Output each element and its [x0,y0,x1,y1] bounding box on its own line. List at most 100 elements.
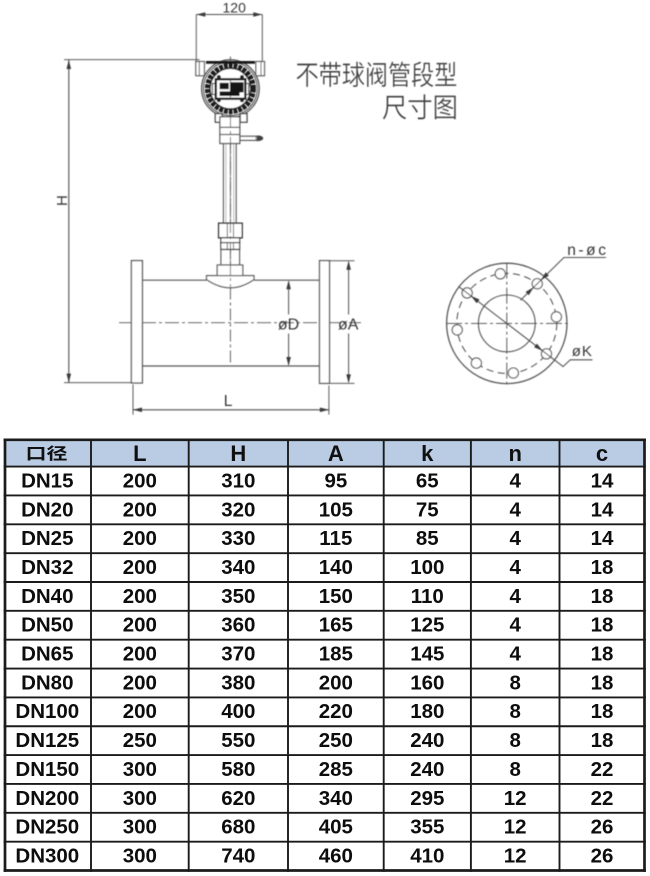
svg-text:85: 85 [416,527,439,550]
svg-text:200: 200 [123,527,157,550]
svg-text:200: 200 [123,585,157,608]
svg-text:115: 115 [319,527,352,550]
svg-text:200: 200 [123,556,157,579]
svg-text:310: 310 [221,469,255,492]
svg-text:400: 400 [221,700,255,723]
svg-text:380: 380 [221,671,255,694]
svg-text:DN100: DN100 [15,700,79,723]
svg-text:330: 330 [221,527,255,550]
svg-text:14: 14 [591,498,614,521]
svg-text:8: 8 [509,758,520,781]
svg-text:405: 405 [319,816,353,839]
svg-text:18: 18 [591,729,614,752]
svg-text:300: 300 [123,758,157,781]
svg-text:65: 65 [416,469,439,492]
svg-text:øK: øK [572,343,593,360]
svg-text:300: 300 [123,844,157,867]
svg-text:160: 160 [410,671,444,694]
svg-text:680: 680 [221,816,255,839]
svg-text:DN150: DN150 [15,758,79,781]
svg-text:14: 14 [591,469,614,492]
svg-text:300: 300 [123,816,157,839]
svg-text:18: 18 [591,556,614,579]
svg-text:4: 4 [509,556,521,579]
svg-text:c: c [596,441,608,466]
svg-text:295: 295 [410,787,444,810]
svg-text:300: 300 [123,787,157,810]
svg-text:740: 740 [221,844,255,867]
svg-text:øD: øD [278,317,299,334]
svg-text:DN80: DN80 [21,671,73,694]
svg-text:12: 12 [504,787,527,810]
svg-text:4: 4 [509,527,521,550]
svg-text:200: 200 [123,498,157,521]
svg-text:110: 110 [411,585,444,608]
svg-text:18: 18 [591,700,614,723]
svg-text:185: 185 [319,643,353,666]
svg-text:200: 200 [123,671,157,694]
svg-text:165: 165 [319,614,353,637]
svg-text:4: 4 [509,498,521,521]
svg-text:410: 410 [410,844,444,867]
svg-text:240: 240 [410,758,444,781]
svg-text:L: L [224,393,233,410]
svg-text:120: 120 [223,0,247,15]
svg-text:125: 125 [410,614,444,637]
svg-text:150: 150 [319,585,353,608]
svg-text:8: 8 [509,671,520,694]
svg-text:DN25: DN25 [21,527,73,550]
svg-text:DN40: DN40 [21,585,73,608]
svg-text:12: 12 [504,844,527,867]
svg-text:105: 105 [319,498,353,521]
svg-text:DN200: DN200 [15,787,79,810]
svg-text:26: 26 [591,844,614,867]
svg-text:DN50: DN50 [21,614,73,637]
svg-text:200: 200 [123,614,157,637]
svg-text:n-øc: n-øc [567,242,608,259]
svg-text:95: 95 [324,469,347,492]
svg-text:DN250: DN250 [15,816,79,839]
svg-text:øA: øA [338,317,359,334]
svg-text:200: 200 [123,643,157,666]
svg-text:100: 100 [410,556,444,579]
svg-text:14: 14 [591,527,614,550]
svg-text:200: 200 [123,469,157,492]
svg-text:370: 370 [221,643,255,666]
svg-text:145: 145 [410,643,444,666]
svg-text:285: 285 [319,758,353,781]
svg-text:460: 460 [319,844,353,867]
svg-text:L: L [133,441,146,466]
svg-text:4: 4 [509,585,521,608]
svg-text:4: 4 [509,614,521,637]
svg-text:240: 240 [410,729,444,752]
svg-text:k: k [421,441,434,466]
svg-text:4: 4 [509,643,521,666]
svg-text:DN65: DN65 [21,643,73,666]
svg-text:DN15: DN15 [21,469,73,492]
svg-text:4: 4 [509,469,521,492]
svg-text:18: 18 [591,643,614,666]
svg-text:DN20: DN20 [21,498,73,521]
svg-text:320: 320 [221,498,255,521]
svg-text:340: 340 [319,787,353,810]
svg-text:580: 580 [221,758,255,781]
svg-text:12: 12 [504,816,527,839]
svg-text:18: 18 [591,585,614,608]
svg-text:550: 550 [221,729,255,752]
svg-text:H: H [230,441,246,466]
svg-text:A: A [328,441,344,466]
svg-text:n: n [508,441,521,466]
svg-text:360: 360 [221,614,255,637]
svg-text:250: 250 [123,729,157,752]
svg-text:200: 200 [319,671,353,694]
svg-text:200: 200 [123,700,157,723]
svg-text:26: 26 [591,816,614,839]
svg-text:140: 140 [319,556,353,579]
svg-text:75: 75 [416,498,439,521]
svg-text:8: 8 [509,700,520,723]
svg-text:DN32: DN32 [21,556,73,579]
svg-text:250: 250 [319,729,353,752]
svg-text:DN125: DN125 [15,729,79,752]
svg-text:8: 8 [509,729,520,752]
svg-text:DN300: DN300 [15,844,79,867]
